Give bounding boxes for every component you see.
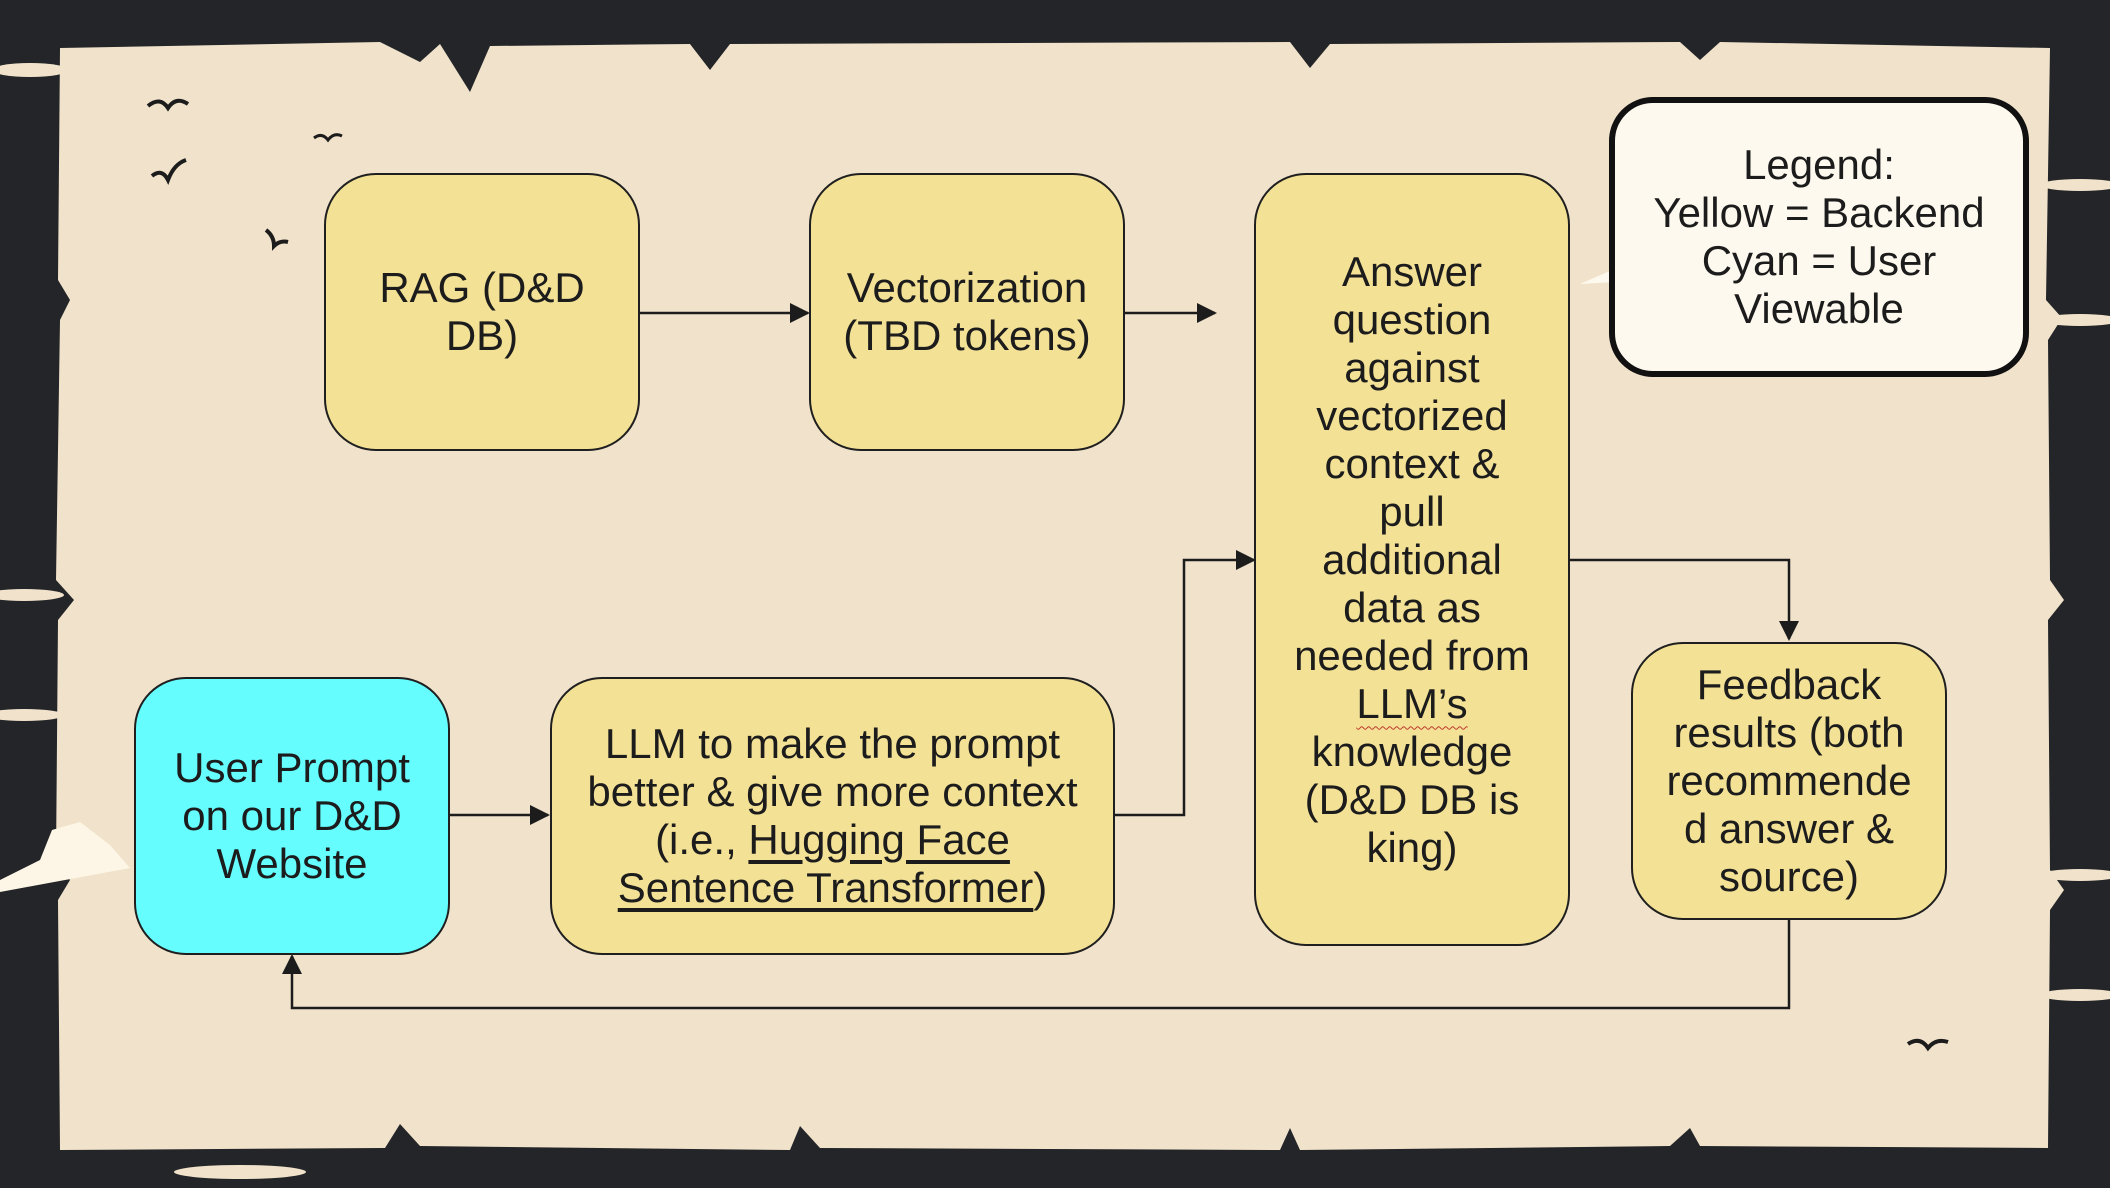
legend-pointer (1580, 270, 1614, 284)
answer-label-line: Answer (1341, 247, 1483, 295)
answer-label-line: context & (1324, 439, 1500, 487)
arrow-llm-to-answer (1115, 550, 1256, 817)
legend-cyan-entry-cont: Viewable (1734, 285, 1904, 332)
edge-scrap (2040, 314, 2110, 326)
llm-label-line3: (i.e., Hugging Face (655, 816, 1010, 863)
legend-cyan-entry: Cyan = User (1701, 237, 1937, 284)
edge-scrap (2040, 989, 2110, 1001)
hugging-face-link[interactable]: Hugging Face (748, 816, 1010, 863)
feedback-line2: results (both (1673, 709, 1905, 756)
rag-node: RAG (D&D DB) (324, 173, 640, 451)
legend-title: Legend: (1743, 141, 1895, 188)
llm-label-line2: better & give more context (587, 768, 1078, 815)
feedback-node: Feedback results (both recommende d answ… (1631, 642, 1947, 920)
feedback-line3: recommende (1666, 757, 1912, 804)
answer-label-line: data as (1343, 583, 1481, 631)
edge-scrap (0, 709, 64, 721)
feedback-line4: d answer & (1683, 805, 1895, 852)
answer-label-line: question (1332, 295, 1492, 343)
answer-label-line: pull (1379, 487, 1445, 535)
vectorization-label-line2: (TBD tokens) (843, 312, 1091, 359)
answer-label-line: knowledge (1311, 727, 1513, 775)
user-prompt-line1: User Prompt (174, 744, 410, 791)
llm-label-line4: Sentence Transformer) (617, 864, 1048, 911)
edge-scrap (0, 589, 64, 601)
llm-enhance-node: LLM to make the prompt better & give mor… (550, 677, 1115, 955)
bird-icon (264, 228, 289, 251)
answer-label-line: needed from (1294, 631, 1530, 679)
user-prompt-line3: Website (216, 840, 368, 887)
user-prompt-node: User Prompt on our D&D Website (134, 677, 450, 955)
arrow-answer-to-feedback (1570, 558, 1799, 641)
feedback-line1: Feedback (1696, 661, 1882, 708)
rag-label-line2: DB) (445, 312, 519, 359)
bird-icon (313, 133, 343, 143)
rag-label-line1: RAG (D&D (379, 264, 585, 311)
edge-scrap (2040, 179, 2110, 191)
answer-label-line: (D&D DB is (1304, 775, 1520, 823)
answer-label-line: additional (1322, 535, 1502, 583)
vectorization-node: Vectorization (TBD tokens) (809, 173, 1125, 451)
feedback-line5: source) (1718, 853, 1860, 900)
arrow-feedback-to-user (282, 920, 1791, 1010)
sentence-transformer-link[interactable]: Sentence Transformer (617, 864, 1034, 911)
legend-box: Legend: Yellow = Backend Cyan = User Vie… (1609, 97, 2029, 377)
bird-icon (146, 98, 190, 112)
vectorization-label-line1: Vectorization (846, 264, 1088, 311)
answer-question-node: Answer question against vectorized conte… (1254, 173, 1570, 946)
cloud-decoration (0, 822, 130, 892)
answer-label-llm-word: LLM’s (1356, 679, 1468, 727)
edge-scrap (174, 1165, 306, 1179)
edge-scrap (0, 63, 68, 77)
user-prompt-line2: on our D&D (182, 792, 402, 839)
bird-icon (150, 158, 187, 185)
bird-icon (1906, 1038, 1949, 1052)
answer-label-line: against (1344, 343, 1480, 391)
edge-scrap (2040, 869, 2110, 881)
answer-label-line: vectorized (1316, 391, 1508, 439)
answer-label-line: king) (1366, 823, 1458, 871)
llm-label-line1: LLM to make the prompt (604, 720, 1061, 767)
legend-yellow-entry: Yellow = Backend (1653, 189, 1985, 236)
